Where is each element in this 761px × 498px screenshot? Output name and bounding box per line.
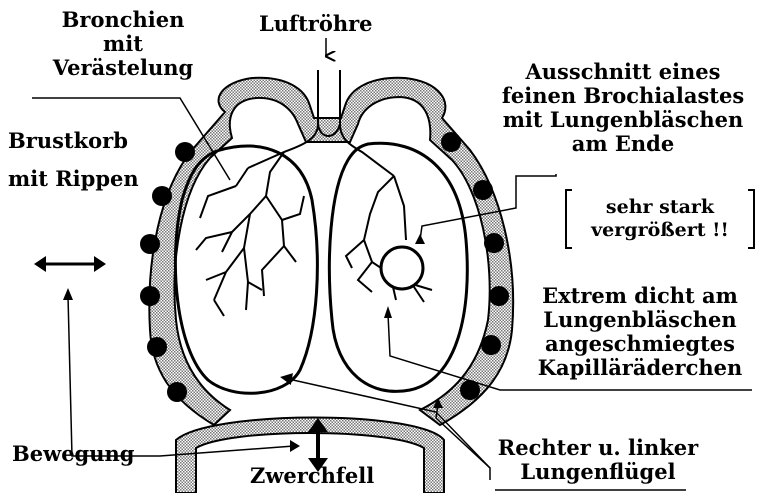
bronchien-line-2: mit [30, 32, 216, 56]
bronchien-line-1: Bronchien [30, 8, 216, 32]
kapillar-line-1: Extrem dicht am [520, 284, 760, 308]
lungenfluegel-line-1: Rechter u. linker [478, 436, 718, 460]
ausschnitt-line-2: feinen Brochialastes [490, 84, 756, 108]
kapillar-line-3: angeschmiegtes [520, 332, 760, 356]
alveolus-magnified [381, 247, 423, 289]
brustkorb-line-2: mit Rippen [8, 160, 139, 198]
luftroehre-label: Luftröhre [259, 12, 373, 36]
kapillar-line-4: Kapilläräderchen [520, 356, 760, 380]
rib-dot [484, 233, 504, 253]
rib-dot [147, 337, 167, 357]
zwerchfell-label: Zwerchfell [250, 464, 374, 488]
horizontal-motion-arrow [34, 256, 106, 272]
rib-dot [175, 142, 195, 162]
rib-dot [481, 335, 501, 355]
ausschnitt-line-1: Ausschnitt eines [490, 60, 756, 84]
ausschnitt-line-4: am Ende [490, 132, 756, 156]
kapillar-line-2: Lungenbläschen [520, 308, 760, 332]
ausschnitt-label: Ausschnitt eines feinen Brochialastes mi… [490, 60, 756, 156]
rib-dot [167, 382, 187, 402]
rib-dot [441, 132, 461, 152]
brustkorb-line-1: Brustkorb [8, 122, 139, 160]
rib-cage [149, 78, 513, 425]
rib-dot [140, 286, 160, 306]
bewegung-label: Bewegung [12, 442, 134, 466]
vergroessert-label: sehr stark vergrößert !! [572, 196, 748, 242]
rib-dot [140, 234, 160, 254]
brustkorb-label: Brustkorb mit Rippen [8, 122, 139, 198]
rib-dot [152, 186, 172, 206]
rib-dot [489, 286, 509, 306]
lungenfluegel-label: Rechter u. linker Lungenflügel [478, 436, 718, 484]
ausschnitt-line-3: mit Lungenbläschen [490, 108, 756, 132]
bronchien-label: Bronchien mit Verästelung [30, 8, 216, 80]
vergroessert-line-2: vergrößert !! [572, 219, 748, 242]
lungenfluegel-line-2: Lungenflügel [478, 460, 718, 484]
kapillar-label: Extrem dicht am Lungenbläschen angeschmi… [520, 284, 760, 380]
bronchien-line-3: Verästelung [30, 56, 216, 80]
rib-dot [473, 180, 493, 200]
vergroessert-line-1: sehr stark [572, 196, 748, 219]
